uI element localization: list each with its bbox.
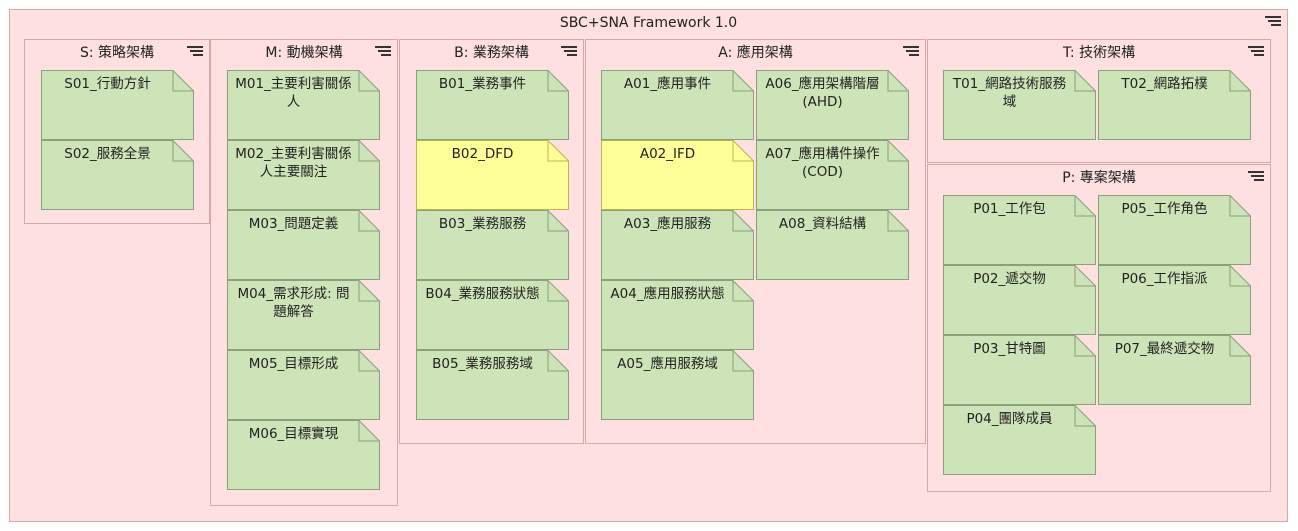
- note-label: A04_應用服務狀態: [610, 286, 725, 302]
- note-a01[interactable]: A01_應用事件: [601, 70, 754, 140]
- menu-icon[interactable]: [561, 46, 577, 56]
- note-label: P03_甘特圖: [973, 341, 1046, 357]
- note-a05[interactable]: A05_應用服務域: [601, 350, 754, 420]
- note-p06[interactable]: P06_工作指派: [1098, 265, 1251, 335]
- panel-b-title: B: 業務架構: [454, 45, 529, 61]
- note-label: B05_業務服務域: [432, 356, 533, 372]
- note-m06[interactable]: M06_目標實現: [227, 420, 380, 490]
- note-label: S01_行動方針: [64, 76, 151, 92]
- note-b02[interactable]: B02_DFD: [416, 140, 569, 210]
- note-p01[interactable]: P01_工作包: [943, 195, 1096, 265]
- note-label: T01_網路技術服務域: [952, 76, 1067, 110]
- note-label: B01_業務事件: [438, 76, 527, 92]
- note-label: M02_主要利害關係人主要關注: [235, 146, 352, 180]
- note-label: M04_需求形成: 問題解答: [237, 286, 350, 320]
- panel-p-title: P: 專案架構: [1062, 170, 1136, 186]
- panel-a-title: A: 應用架構: [718, 45, 793, 61]
- note-label: T02_網路拓樸: [1121, 76, 1208, 92]
- note-a04[interactable]: A04_應用服務狀態: [601, 280, 754, 350]
- note-a03[interactable]: A03_應用服務: [601, 210, 754, 280]
- note-m05[interactable]: M05_目標形成: [227, 350, 380, 420]
- note-label: P05_工作角色: [1121, 201, 1208, 217]
- note-label: M05_目標形成: [248, 356, 339, 372]
- menu-icon[interactable]: [187, 46, 203, 56]
- note-s02[interactable]: S02_服務全景: [41, 140, 194, 210]
- note-a06[interactable]: A06_應用架構階層(AHD): [756, 70, 909, 140]
- panel-m-title: M: 動機架構: [265, 45, 343, 61]
- note-a08[interactable]: A08_資料結構: [756, 210, 909, 280]
- note-p02[interactable]: P02_遞交物: [943, 265, 1096, 335]
- note-label: P02_遞交物: [973, 271, 1046, 287]
- note-label: P01_工作包: [973, 201, 1046, 217]
- note-t01[interactable]: T01_網路技術服務域: [943, 70, 1096, 140]
- note-label: P07_最終遞交物: [1114, 341, 1215, 357]
- note-b01[interactable]: B01_業務事件: [416, 70, 569, 140]
- note-label: B03_業務服務: [438, 216, 527, 232]
- note-label: M06_目標實現: [248, 426, 339, 442]
- note-p04[interactable]: P04_團隊成員: [943, 405, 1096, 475]
- note-label: A07_應用構件操作(COD): [765, 146, 880, 180]
- note-label: A08_資料結構: [778, 216, 867, 232]
- note-p03[interactable]: P03_甘特圖: [943, 335, 1096, 405]
- panel-s-title: S: 策略架構: [79, 45, 155, 61]
- note-t02[interactable]: T02_網路拓樸: [1098, 70, 1251, 140]
- note-p07[interactable]: P07_最終遞交物: [1098, 335, 1251, 405]
- note-label: A06_應用架構階層(AHD): [765, 76, 880, 110]
- menu-icon[interactable]: [1248, 171, 1264, 181]
- note-label: A05_應用服務域: [617, 356, 718, 372]
- note-m03[interactable]: M03_問題定義: [227, 210, 380, 280]
- note-a02[interactable]: A02_IFD: [601, 140, 754, 210]
- note-label: P04_團隊成員: [966, 411, 1053, 427]
- menu-icon[interactable]: [375, 46, 391, 56]
- note-m02[interactable]: M02_主要利害關係人主要關注: [227, 140, 380, 210]
- note-label: S02_服務全景: [64, 146, 151, 162]
- menu-icon[interactable]: [1248, 46, 1264, 56]
- note-m01[interactable]: M01_主要利害關係人: [227, 70, 380, 140]
- note-a07[interactable]: A07_應用構件操作(COD): [756, 140, 909, 210]
- note-s01[interactable]: S01_行動方針: [41, 70, 194, 140]
- note-b04[interactable]: B04_業務服務狀態: [416, 280, 569, 350]
- note-b05[interactable]: B05_業務服務域: [416, 350, 569, 420]
- note-label: M01_主要利害關係人: [235, 76, 352, 110]
- note-label: B04_業務服務狀態: [425, 286, 540, 302]
- note-label: M03_問題定義: [248, 216, 339, 232]
- note-label: A03_應用服務: [623, 216, 712, 232]
- note-label: P06_工作指派: [1121, 271, 1208, 287]
- framework-frame-title: SBC+SNA Framework 1.0: [559, 15, 738, 31]
- note-label: B02_DFD: [451, 146, 514, 162]
- note-b03[interactable]: B03_業務服務: [416, 210, 569, 280]
- menu-icon[interactable]: [903, 46, 919, 56]
- note-m04[interactable]: M04_需求形成: 問題解答: [227, 280, 380, 350]
- note-label: A02_IFD: [639, 146, 696, 162]
- panel-t-title: T: 技術架構: [1062, 45, 1136, 61]
- menu-icon[interactable]: [1265, 16, 1281, 26]
- note-p05[interactable]: P05_工作角色: [1098, 195, 1251, 265]
- note-label: A01_應用事件: [623, 76, 712, 92]
